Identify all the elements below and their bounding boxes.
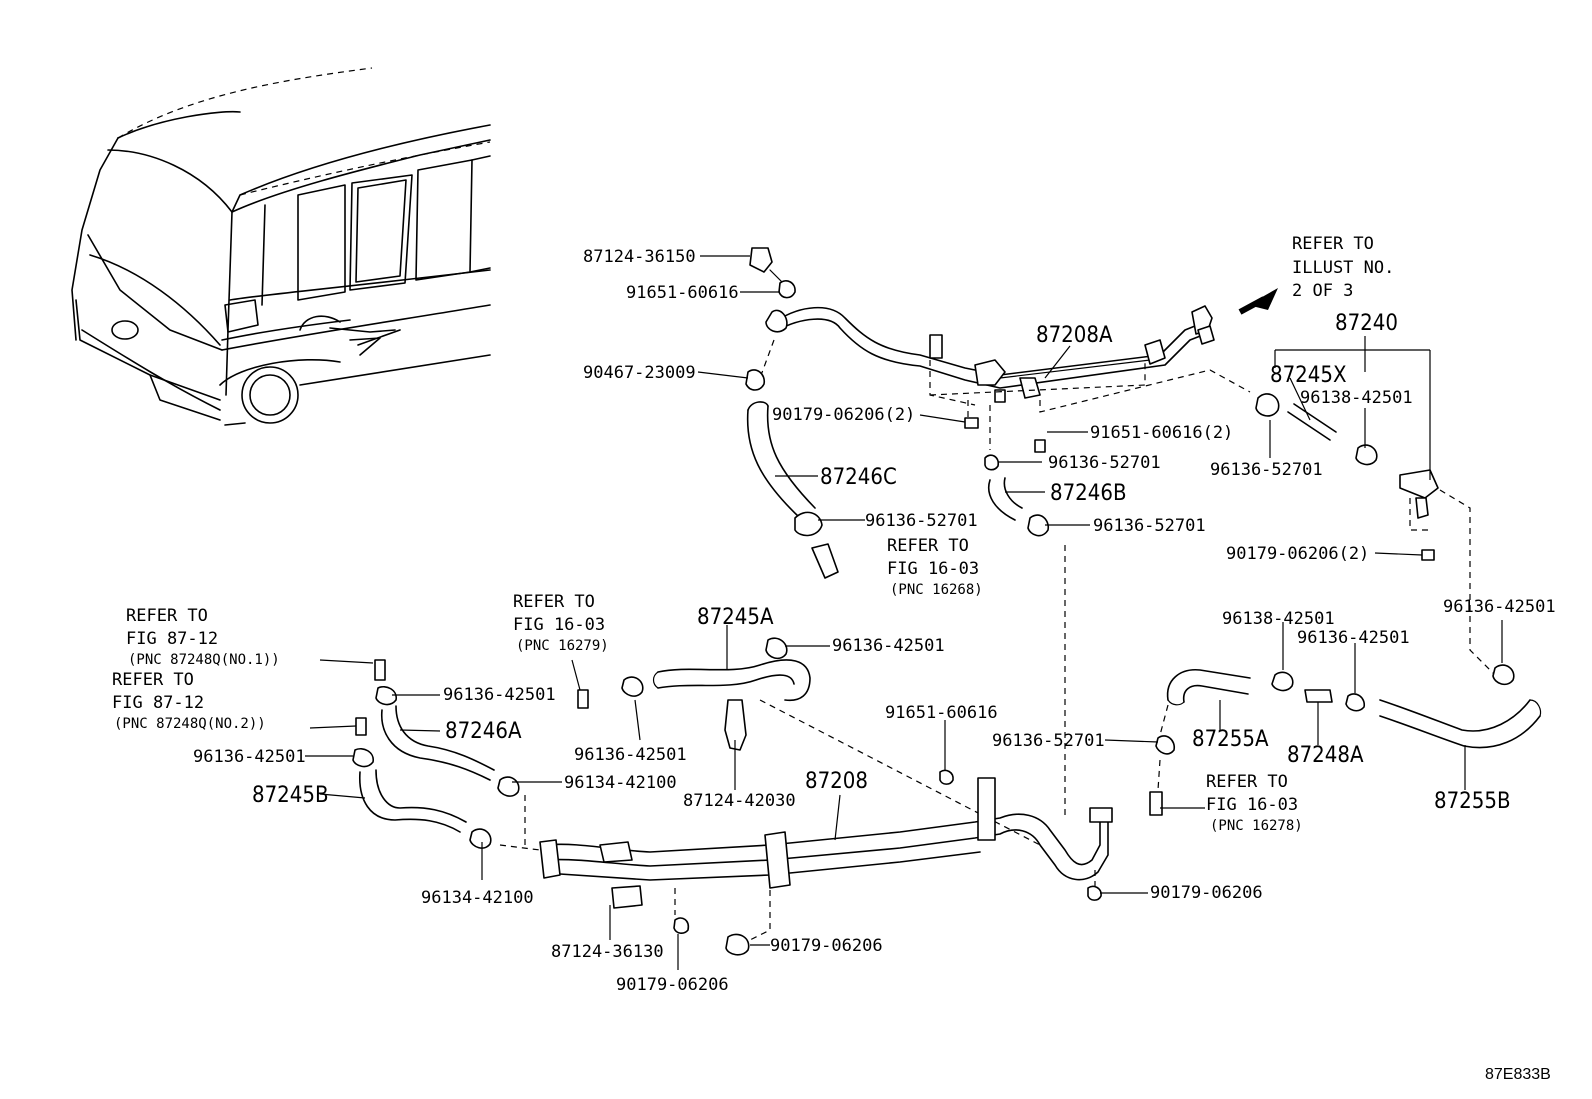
ref-illust-line1: REFER TO <box>1292 234 1374 254</box>
ref-16-03-b-line2: FIG 16-03 <box>513 615 605 635</box>
label-96136-52701-c: 96136-52701 <box>1093 516 1206 536</box>
leader-lines <box>305 255 1503 970</box>
ref-16-03-c-line2: FIG 16-03 <box>1206 795 1298 815</box>
refer-notes: REFER TO ILLUST NO. 2 OF 3 REFER TO FIG … <box>112 234 1394 834</box>
ref-16-03-a-line2: FIG 16-03 <box>887 559 979 579</box>
hose-87245A <box>621 637 1041 846</box>
ref-87-12-b-line3: (PNC 87248Q(NO.2)) <box>114 716 266 732</box>
label-87208A: 87208A <box>1036 323 1113 348</box>
label-96138-42501-b: 96138-42501 <box>1222 609 1335 629</box>
label-87240: 87240 <box>1335 311 1398 336</box>
label-90179-06206-2b: 90179-06206(2) <box>1226 544 1369 564</box>
label-96138-42501-a: 96138-42501 <box>1300 388 1413 408</box>
label-96136-52701-a: 96136-52701 <box>865 511 978 531</box>
label-90179-06206-c: 90179-06206 <box>770 936 883 956</box>
label-87124-36130: 87124-36130 <box>551 942 664 962</box>
ref-16-03-a-line1: REFER TO <box>887 536 969 556</box>
label-96136-42501-c: 96136-42501 <box>574 745 687 765</box>
hose-87246B <box>964 417 1050 537</box>
label-87245X: 87245X <box>1270 363 1347 388</box>
label-87246A: 87246A <box>445 719 522 744</box>
label-96136-42501-r: 96136-42501 <box>1443 597 1556 617</box>
label-90179-06206-b: 90179-06206 <box>616 975 729 995</box>
label-96136-42501-a: 96136-42501 <box>832 636 945 656</box>
label-96136-52701-b: 96136-52701 <box>1048 453 1161 473</box>
label-96136-42501-b: 96136-42501 <box>443 685 556 705</box>
label-87255B: 87255B <box>1434 789 1511 814</box>
pipe-assembly-87208 <box>499 545 1113 956</box>
refer-arrow-tail <box>1238 296 1266 315</box>
hose-87246C <box>745 247 839 579</box>
diagram-code: 87E833B <box>1485 1066 1551 1083</box>
label-96136-52701-d: 96136-52701 <box>1210 460 1323 480</box>
bus-illustration <box>71 67 491 426</box>
hose-87255A-87255B <box>1149 664 1542 816</box>
ref-87-12-b-line1: REFER TO <box>112 670 194 690</box>
ref-16-03-c-line3: (PNC 16278) <box>1210 818 1303 834</box>
ref-16-03-b-line3: (PNC 16279) <box>516 638 609 654</box>
label-87124-42030: 87124-42030 <box>683 791 796 811</box>
label-91651-60616: 91651-60616 <box>626 283 739 303</box>
label-91651-60616-2: 91651-60616(2) <box>1090 423 1233 443</box>
label-87245B: 87245B <box>252 783 329 808</box>
label-91651-60616-c: 91651-60616 <box>885 703 998 723</box>
ref-87-12-a-line3: (PNC 87248Q(NO.1)) <box>128 652 280 668</box>
label-87248A: 87248A <box>1287 743 1364 768</box>
ref-87-12-a-line2: FIG 87-12 <box>126 629 218 649</box>
label-90179-06206-a: 90179-06206 <box>1150 883 1263 903</box>
label-90179-06206-2a: 90179-06206(2) <box>772 405 915 425</box>
label-96136-52701-e: 96136-52701 <box>992 731 1105 751</box>
ref-illust-line3: 2 OF 3 <box>1292 281 1353 301</box>
label-87246B: 87246B <box>1050 481 1127 506</box>
ref-87-12-a-line1: REFER TO <box>126 606 208 626</box>
label-87208: 87208 <box>805 769 868 794</box>
ref-16-03-a-line3: (PNC 16268) <box>890 582 983 598</box>
label-87255A: 87255A <box>1192 727 1269 752</box>
label-87245A: 87245A <box>697 605 774 630</box>
ref-16-03-c-line1: REFER TO <box>1206 772 1288 792</box>
label-96134-42100-b: 96134-42100 <box>421 888 534 908</box>
label-87124-36150: 87124-36150 <box>583 247 696 267</box>
label-87246C: 87246C <box>820 465 897 490</box>
ref-16-03-b-line1: REFER TO <box>513 592 595 612</box>
label-96136-42501-e: 96136-42501 <box>1297 628 1410 648</box>
label-96134-42100-a: 96134-42100 <box>564 773 677 793</box>
label-90467-23009: 90467-23009 <box>583 363 696 383</box>
ref-87-12-b-line2: FIG 87-12 <box>112 693 204 713</box>
hose-87246A <box>352 659 589 849</box>
ref-illust-line2: ILLUST NO. <box>1292 258 1394 278</box>
pipe-assembly-87208A <box>765 305 1251 450</box>
part-labels: 87124-36150 91651-60616 90467-23009 9017… <box>193 247 1556 995</box>
label-96136-42501-d: 96136-42501 <box>193 747 306 767</box>
